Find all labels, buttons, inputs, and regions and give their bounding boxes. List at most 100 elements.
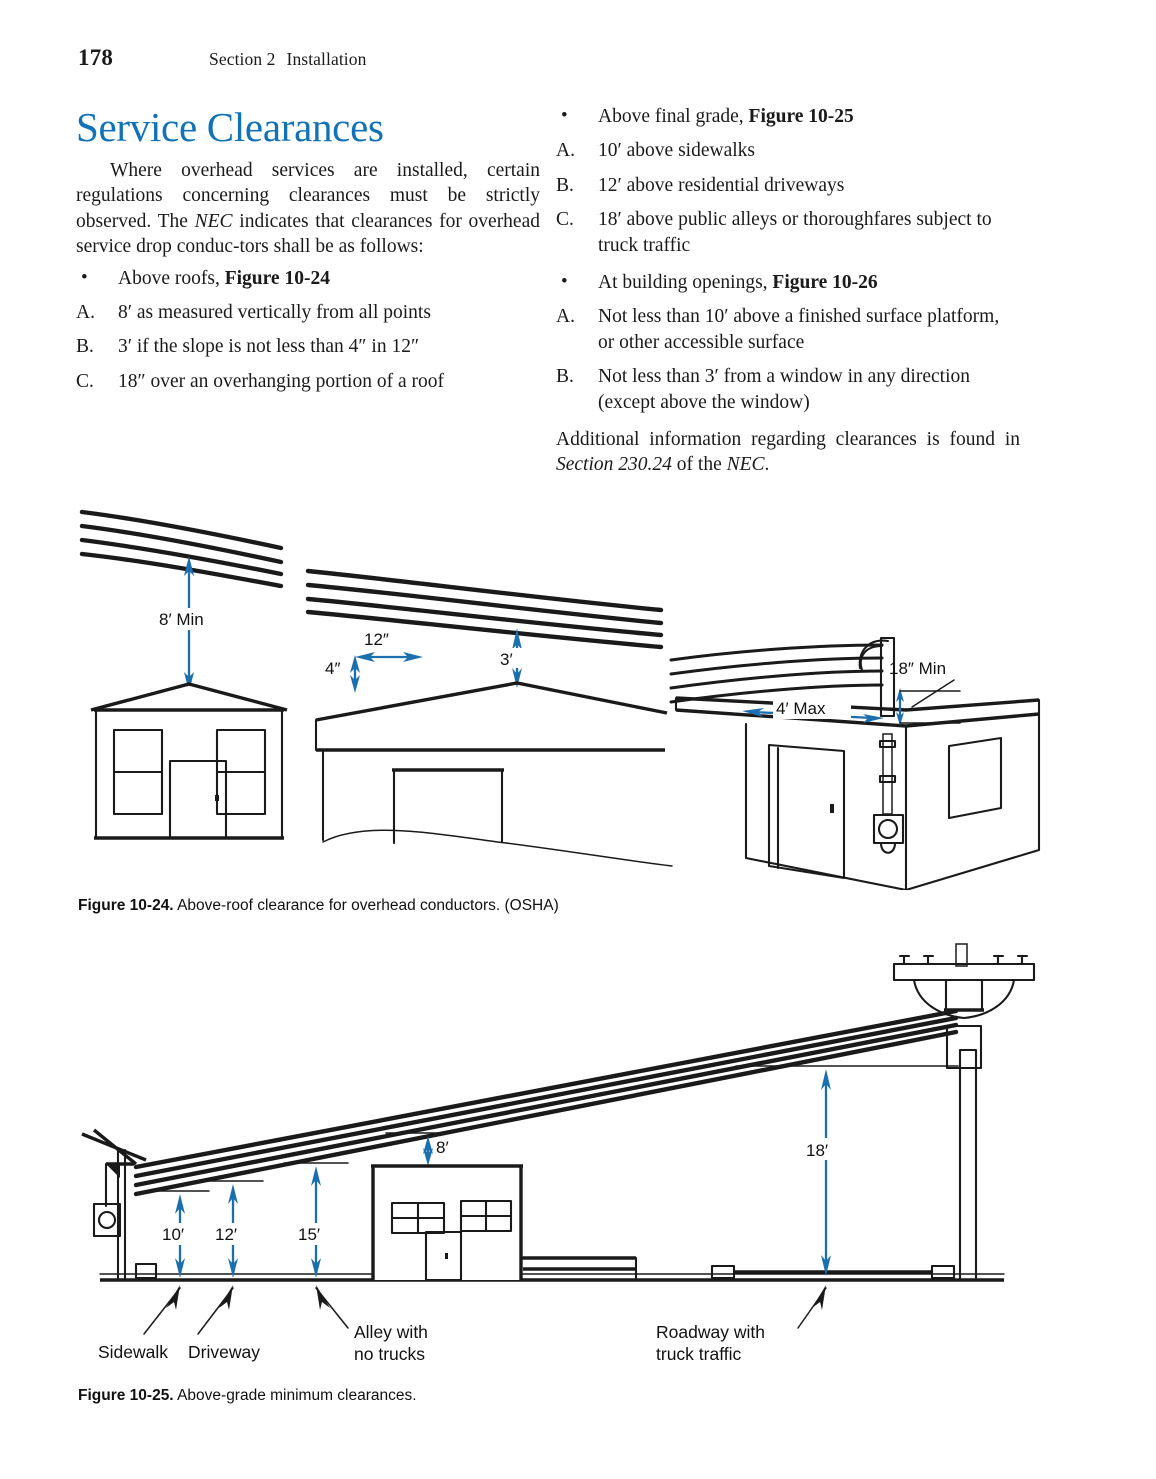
dimension-12in-run: 12″ (355, 630, 423, 662)
bullet-glyph-icon: • (81, 266, 88, 288)
left-service-mast (81, 1128, 147, 1282)
service-mast (858, 636, 905, 854)
list-item-text: 18″ over an overhanging portion of a roo… (118, 370, 444, 392)
figure-10-24-illustration: 8′ Min (76, 498, 1080, 890)
dimension-label-3ft: 3′ (500, 650, 513, 669)
bullet-figure-ref: Figure 10-26 (772, 272, 878, 294)
dimension-label-8ft-min: 8′ Min (159, 610, 204, 629)
running-head-text: Section 2 Installation (209, 49, 366, 70)
bullet-figure-ref: Figure 10-25 (748, 106, 854, 127)
service-drop-conductors (133, 1008, 959, 1197)
left-column: Service Clearances Where overhead servic… (76, 104, 540, 394)
list-item-text: 10′ above sidewalks (598, 140, 755, 162)
list-item: B. Not less than 3′ from a window in any … (556, 364, 1020, 415)
list-item-label: A. (556, 306, 575, 328)
running-head: 178 Section 2 Installation (78, 45, 1078, 75)
callout-label-sidewalk: Sidewalk (98, 1342, 168, 1362)
dimension-label-18in-min: 18″ Min (889, 659, 946, 678)
figure-10-25-illustration: 10′ 12′ 15′ (76, 938, 1080, 1370)
dimension-label-12in: 12″ (364, 630, 389, 649)
callout-alley: Alley with no trucks (315, 1285, 428, 1364)
dimension-label-12ft: 12′ (215, 1225, 237, 1244)
callout-driveway: Driveway (188, 1285, 260, 1362)
list-item-text: Not less than 10′ above a finished surfa… (598, 306, 1000, 353)
list-item-label: C. (556, 209, 574, 231)
dimension-label-18ft: 18′ (806, 1141, 828, 1160)
lead-nec: NEC (194, 210, 233, 232)
figure-10-24-caption: Figure 10-24. Above-roof clearance for o… (78, 897, 559, 915)
bullet-item-above-roofs: • Above roofs, Figure 10-24 (76, 266, 540, 291)
dimension-label-8ft: 8′ (436, 1138, 449, 1157)
dimension-4ft-max: 4′ Max (742, 698, 884, 723)
gable-house (90, 682, 288, 840)
bullet-list-roofs: • Above roofs, Figure 10-24 (76, 266, 540, 291)
roadway-curbs (134, 1262, 956, 1280)
sublist-roofs: A. 8′ as measured vertically from all poi… (76, 300, 540, 394)
dimension-4in-rise: 4″ (325, 655, 360, 693)
callout-label-driveway: Driveway (188, 1342, 260, 1362)
bullet-list-final-grade: • Above final grade, Figure 10-25 (556, 104, 1020, 129)
bullet-item-at-building-openings: •At building openings, Figure 10-26 (556, 270, 1020, 295)
list-item-text: 8′ as measured vertically from all point… (118, 302, 431, 324)
page-title: Service Clearances (76, 104, 384, 150)
lead-part-2: indicates that clearances for overhead s… (76, 210, 540, 258)
dimension-3ft: 3′ (500, 628, 524, 688)
list-item-label: A. (76, 302, 95, 324)
sublist-final-grade: A. 10′ above sidewalks B.12′ above reside… (556, 138, 1020, 258)
list-item-label: B. (556, 366, 574, 388)
dimension-12ft-driveway: 12′ (195, 1180, 264, 1278)
closing-part-1: Additional information regarding clearan… (556, 429, 1020, 451)
figure-10-25-caption-text: Above-grade minimum clearances. (177, 1387, 417, 1404)
dimension-8ft-roof: 8′ (385, 1132, 449, 1166)
callout-label-roadway-line2: truck traffic (656, 1344, 742, 1364)
dimension-15ft-alley: 15′ (283, 1162, 349, 1278)
list-item-label: C. (76, 370, 94, 392)
bullet-glyph-icon: • (561, 105, 568, 126)
dimension-label-4in: 4″ (325, 659, 340, 678)
grade-line (99, 1273, 1005, 1282)
figure-10-24-caption-text: Above-roof clearance for overhead conduc… (177, 897, 559, 914)
lead-part-1: Where overhead services are installed, c… (76, 160, 540, 232)
list-item: C. 18′ above public alleys or thoroughfar… (556, 207, 1020, 258)
list-item-text: 12′ above residential driveways (598, 174, 845, 196)
list-item: B. 3′ if the slope is not less than 4″ in… (76, 334, 540, 359)
bullet-text: Above roofs, (118, 267, 225, 289)
left-house-group: 8′ Min (79, 509, 288, 840)
sublist-building-openings: A. Not less than 10′ above a finished sur… (556, 304, 1020, 415)
closing-section-ref: Section 230.24 (556, 454, 672, 476)
running-head-section: Section 2 (209, 49, 276, 69)
running-head-chapter: Installation (286, 49, 367, 69)
figure-10-24-svg: 8′ Min (79, 509, 1041, 890)
dimension-8ft-min: 8′ Min (159, 556, 220, 692)
bullet-text: Above final grade, (598, 106, 749, 127)
bullet-figure-ref: Figure 10-24 (224, 267, 330, 289)
list-item: A. 8′ as measured vertically from all poi… (76, 300, 540, 325)
figure-10-24-number: Figure 10-24. (78, 897, 174, 914)
dimension-label-4ft-max: 4′ Max (776, 699, 826, 718)
middle-garage-group: 3′ (305, 568, 673, 867)
list-item-text: Not less than 3′ from a window in any di… (598, 366, 970, 413)
list-item: A. Not less than 10′ above a finished sur… (556, 304, 1020, 355)
closing-nec: NEC (726, 454, 765, 476)
dimension-18in-min: 18″ Min (889, 659, 961, 726)
bullet-item-above-final-grade: • Above final grade, Figure 10-25 (556, 104, 1020, 129)
list-item: B.12′ above residential driveways (556, 173, 1020, 198)
utility-pole (892, 943, 1036, 1282)
bullet-glyph-icon: • (561, 271, 568, 293)
closing-part-3: . (764, 454, 770, 476)
page-number: 178 (78, 45, 114, 70)
dimension-label-10ft: 10′ (162, 1225, 184, 1244)
right-column: • Above final grade, Figure 10-25 A. 10′ a… (556, 104, 1020, 478)
lead-paragraph: Where overhead services are installed, c… (76, 158, 540, 260)
callout-label-alley-line1: Alley with (354, 1322, 428, 1342)
dimension-10ft-sidewalk: 10′ (145, 1190, 210, 1278)
figure-10-25-svg: 10′ 12′ 15′ (81, 943, 1036, 1364)
right-building-group: 18″ Min 4′ Max (669, 636, 1041, 890)
list-item-text: 3′ if the slope is not less than 4″ in 1… (118, 336, 420, 358)
list-item-label: A. (556, 140, 575, 162)
list-item-label: B. (76, 336, 94, 358)
bullet-list-building-openings: •At building openings, Figure 10-26 (556, 270, 1020, 295)
list-item-text: 18′ above public alleys or thoroughfares… (598, 209, 992, 256)
sloped-roof-garage (314, 681, 673, 867)
